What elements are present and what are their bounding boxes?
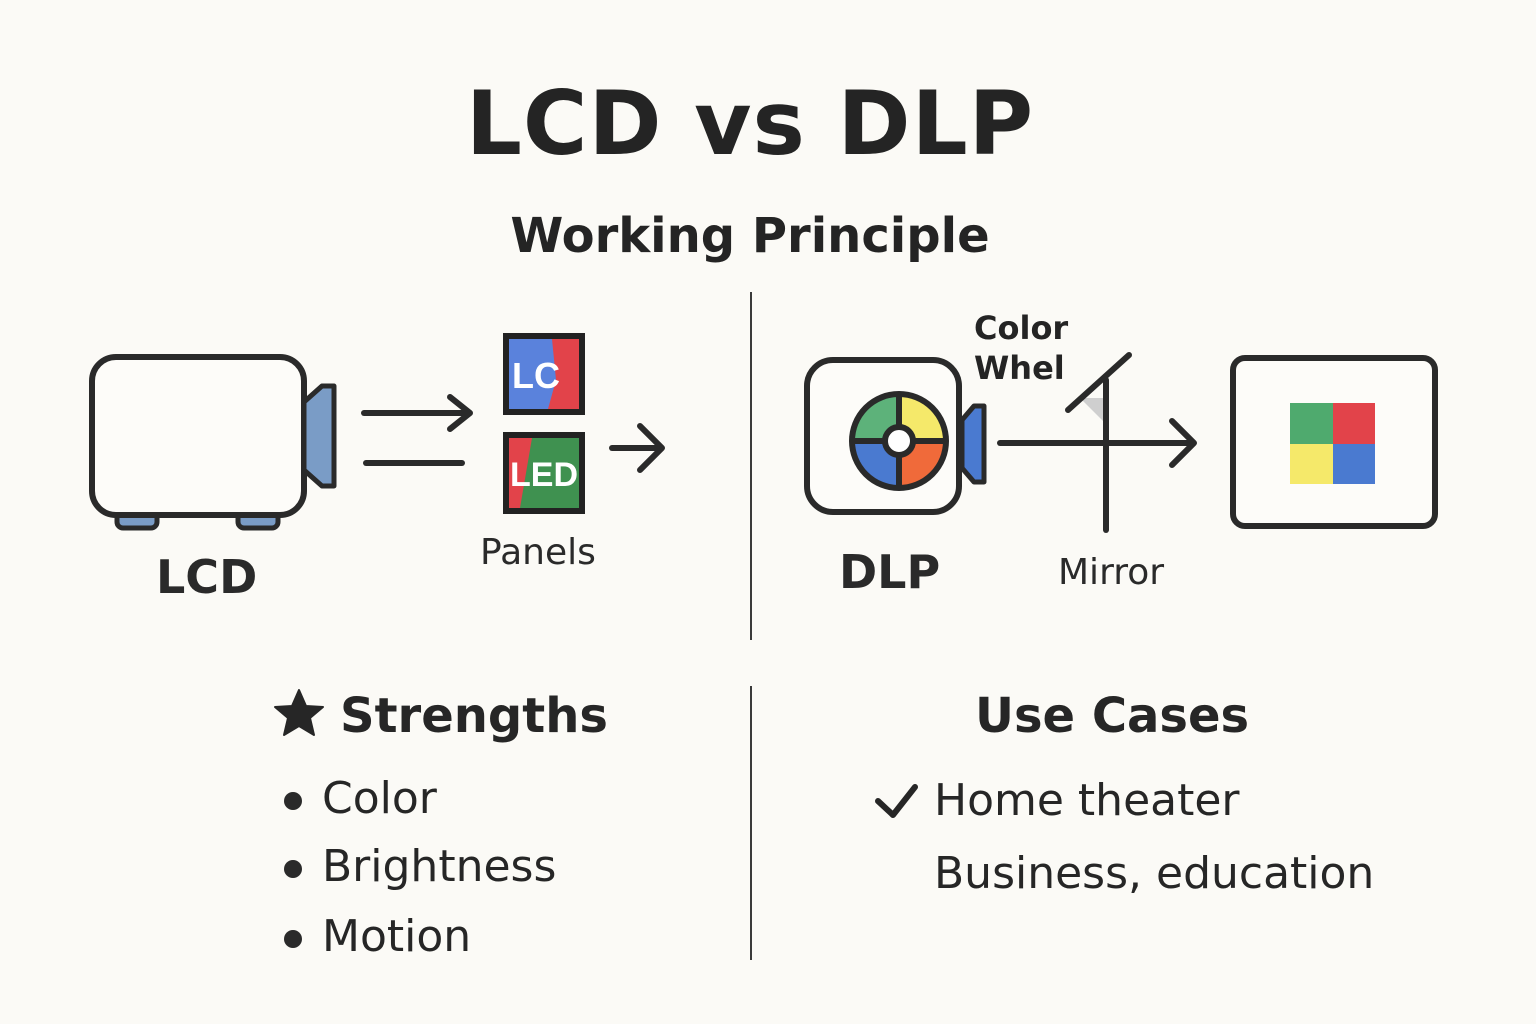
- bullet-dot: [284, 930, 302, 948]
- strength-item-color: Color: [322, 773, 437, 824]
- screen-icon: [1230, 355, 1438, 529]
- bullet-dot: [284, 792, 302, 810]
- strength-item-brightness: Brightness: [322, 841, 557, 892]
- page-title: LCD vs DLP: [465, 72, 1035, 175]
- lcd-panel-top-icon: LC: [503, 333, 585, 415]
- lcd-projector-icon: [89, 354, 337, 531]
- use-cases-heading: Use Cases: [975, 688, 1250, 744]
- color-wheel-label-line2: Whel: [974, 349, 1065, 387]
- panels-label: Panels: [480, 532, 596, 573]
- use-case-item-home-theater: Home theater: [934, 775, 1240, 826]
- use-case-item-business-education: Business, education: [934, 848, 1375, 899]
- strength-item-motion: Motion: [322, 911, 472, 962]
- panels-output-arrow: [609, 423, 665, 473]
- panel-top-text: LC: [512, 355, 560, 396]
- color-wheel-label-line1: Color: [974, 309, 1069, 347]
- color-wheel-icon: [849, 391, 949, 491]
- check-icon: [875, 784, 918, 818]
- lcd-label: LCD: [156, 550, 258, 604]
- star-icon: [274, 689, 324, 736]
- dlp-label: DLP: [839, 545, 941, 599]
- color-wheel-label: Color Whel: [974, 308, 1068, 388]
- mirror-label: Mirror: [1058, 552, 1165, 593]
- lcd-panel-bottom-icon: LED: [503, 432, 585, 514]
- strengths-heading: Strengths: [340, 688, 608, 744]
- lcd-light-arrows: [361, 394, 473, 466]
- panel-bottom-text: LED: [510, 456, 578, 494]
- mirror-icon: [1065, 352, 1132, 533]
- dlp-light-arrow: [997, 418, 1197, 468]
- section-subtitle: Working Principle: [510, 208, 990, 264]
- bullet-dot: [284, 860, 302, 878]
